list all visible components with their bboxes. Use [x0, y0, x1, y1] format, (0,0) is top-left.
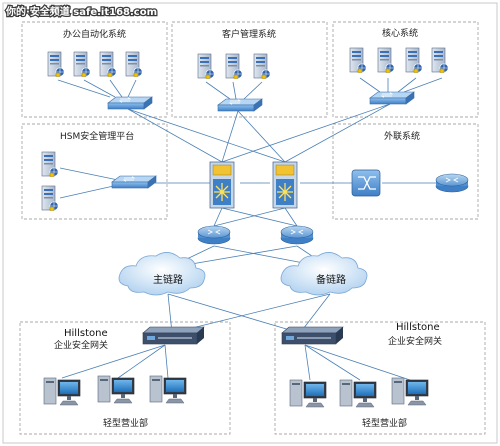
- gateway-left: [142, 326, 205, 345]
- hsm-server-icon: [41, 151, 59, 177]
- zone-office-box: [21, 21, 168, 118]
- customer-switch-icon: [217, 98, 263, 112]
- external-crossbar-switch-icon: [351, 169, 381, 197]
- gateway-right: [281, 326, 344, 345]
- server-icon: [197, 53, 215, 79]
- server-icon: [73, 51, 91, 77]
- office-switch-icon: [107, 96, 153, 110]
- pc-icon: [289, 379, 327, 408]
- server-icon: [405, 47, 423, 73]
- pc-icon: [43, 377, 81, 406]
- zone-office-label: 办公自动化系统: [63, 28, 126, 40]
- pc-icon: [391, 377, 429, 406]
- server-icon: [431, 47, 449, 73]
- hsm-server-icon: [41, 185, 59, 211]
- pc-icon: [149, 375, 187, 404]
- core-switch-icon: [369, 91, 415, 105]
- core-servers: [349, 47, 449, 73]
- zone-hsm-box: [21, 123, 168, 220]
- zone-branch-left-box: [19, 321, 231, 435]
- gateway-right-label: 企业安全网关: [388, 335, 442, 347]
- primary-link-label: 主链路: [153, 273, 183, 286]
- customer-servers: [197, 53, 271, 79]
- server-icon: [47, 51, 65, 77]
- zone-hsm-label: HSM安全管理平台: [60, 130, 134, 142]
- primary-link-cloud: 主链路: [118, 252, 206, 296]
- svg-text:你的·安全频道 safe.it168.com: 你的·安全频道 safe.it168.com: [5, 5, 157, 18]
- hsm-switch-icon: [111, 175, 157, 189]
- server-icon: [125, 51, 143, 77]
- zone-branch-right-box: [274, 321, 486, 435]
- link-lines: [57, 77, 443, 381]
- core-l3-switch-icon: [209, 161, 235, 209]
- gateway-right-brand: Hillstone: [396, 322, 440, 333]
- server-icon: [253, 53, 271, 79]
- external-router-icon: [435, 173, 469, 193]
- server-icon: [225, 53, 243, 79]
- branch-right-label: 轻型营业部: [362, 417, 407, 429]
- gateway-left-label: 企业安全网关: [54, 339, 108, 351]
- zone-core-label: 核心系统: [382, 27, 418, 39]
- server-icon: [349, 47, 367, 73]
- backup-link-cloud: 备链路: [280, 252, 368, 296]
- pc-icon: [339, 379, 377, 408]
- gateway-left-brand: Hillstone: [64, 328, 108, 339]
- watermark: 你的·安全频道 safe.it168.com 你的·安全频道 safe.it16…: [4, 4, 159, 20]
- pc-icon: [97, 375, 135, 404]
- zone-external-label: 外联系统: [384, 130, 420, 142]
- zone-core-box: [332, 21, 479, 118]
- server-icon: [99, 51, 117, 77]
- office-servers: [47, 51, 143, 77]
- server-icon: [377, 47, 395, 73]
- zone-customer-box: [171, 21, 328, 118]
- branch-left-label: 轻型营业部: [103, 417, 148, 429]
- core-l3-switch-icon: [272, 161, 298, 209]
- backup-link-label: 备链路: [316, 273, 346, 286]
- svg-text:你的·安全频道 safe.it168.com: 你的·安全频道 safe.it168.com: [5, 5, 157, 18]
- wan-router-icon: [197, 225, 231, 245]
- zone-customer-label: 客户管理系统: [222, 28, 276, 40]
- zone-external-box: [332, 123, 479, 220]
- wan-router-icon: [280, 225, 314, 245]
